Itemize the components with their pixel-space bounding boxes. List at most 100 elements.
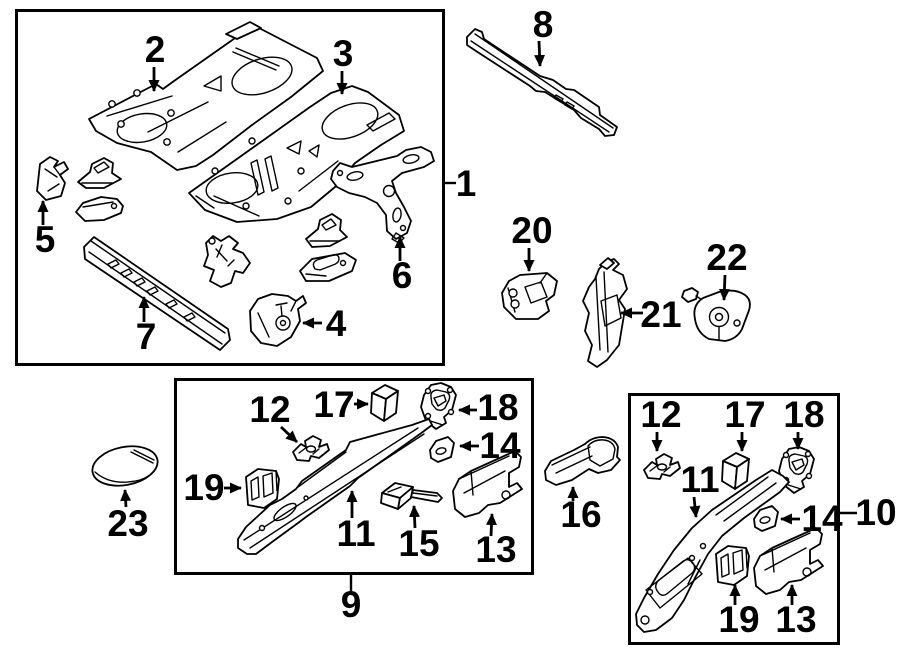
callout-18-left[interactable]: 18 (477, 387, 518, 428)
part-7-crossmember[interactable] (83, 236, 231, 351)
part-19-bracket-right[interactable] (715, 545, 750, 586)
callout-14-right[interactable]: 14 (801, 498, 843, 539)
part-14-clip-left[interactable] (429, 436, 455, 463)
callout-10[interactable]: 10 (855, 492, 896, 533)
callout-12-left[interactable]: 12 (249, 389, 290, 430)
callout-3[interactable]: 3 (333, 33, 354, 74)
part-11-sill-rail-left[interactable] (237, 418, 433, 555)
press-form (205, 172, 259, 204)
bolt-hole (339, 259, 347, 267)
part-15-reinforcement[interactable] (380, 482, 443, 510)
part-2-floor-panel-front[interactable] (88, 21, 324, 171)
callout-16[interactable]: 16 (560, 494, 601, 535)
callout-14-left[interactable]: 14 (479, 425, 521, 466)
bracket-hat-small[interactable] (77, 157, 122, 189)
part-outline (249, 293, 307, 347)
leader-arrow-13-left (486, 513, 497, 537)
bolt-hole (110, 202, 118, 210)
callout-17-right[interactable]: 17 (724, 394, 765, 435)
callout-22[interactable]: 22 (706, 237, 747, 278)
leader-arrow-8 (534, 40, 546, 67)
foot-slot (655, 559, 696, 596)
callout-4[interactable]: 4 (326, 303, 347, 344)
part-8-rocker-rail[interactable] (466, 28, 618, 137)
callout-8[interactable]: 8 (533, 4, 554, 45)
collar-inner (433, 394, 447, 407)
part-4-bracket[interactable] (249, 293, 307, 347)
grommet-inner (714, 312, 724, 322)
assembly-box-right-rail (628, 393, 840, 645)
callout-19-right[interactable]: 19 (718, 599, 759, 640)
top-hook (599, 257, 615, 270)
callout-23[interactable]: 23 (107, 503, 148, 544)
part-16-bracket[interactable] (544, 436, 621, 486)
bolt-hole (108, 100, 116, 108)
callout-5[interactable]: 5 (35, 219, 56, 260)
part-18-mount-plate-left[interactable] (420, 382, 457, 430)
bracket-wedge[interactable] (75, 196, 124, 222)
detail-lines (298, 446, 320, 455)
callout-1[interactable]: 1 (456, 163, 477, 204)
edge-lines (470, 33, 614, 133)
part-outline (36, 156, 69, 201)
callout-2[interactable]: 2 (145, 29, 166, 70)
part-3-floor-panel-rear[interactable] (188, 85, 405, 223)
callout-21[interactable]: 21 (640, 294, 681, 335)
bolt-hole (133, 89, 141, 97)
part-outline (237, 418, 433, 555)
bracket-jack-support[interactable] (203, 235, 251, 288)
spare-well-rim (231, 56, 293, 96)
part-5-bracket[interactable] (36, 156, 69, 201)
window (250, 472, 274, 501)
bolt-hole (424, 387, 432, 395)
callout-9[interactable]: 9 (341, 584, 362, 625)
callout-18-right[interactable]: 18 (783, 394, 824, 435)
part-12-clip-right[interactable] (643, 453, 681, 480)
part-17-gusset-left[interactable] (370, 384, 399, 422)
part-12-clip-left[interactable] (292, 435, 330, 462)
detail-line (82, 201, 114, 208)
callout-12-right[interactable]: 12 (640, 394, 681, 435)
channel-lines (458, 455, 510, 496)
part-13-channel-left[interactable] (452, 450, 523, 518)
bolt-stem (257, 300, 297, 338)
callout-11-left[interactable]: 11 (336, 513, 375, 554)
bolt (681, 287, 699, 303)
bolt-hole (424, 412, 432, 420)
callout-19-left[interactable]: 19 (183, 467, 224, 508)
part-outline (88, 27, 324, 171)
part-21-pillar-bracket[interactable] (582, 257, 628, 368)
callout-17-left[interactable]: 17 (313, 384, 354, 425)
part-17-gusset-right[interactable] (721, 452, 750, 490)
bracket-hat-center[interactable] (305, 213, 348, 248)
bolt-hole (303, 495, 309, 501)
part-19-bracket-left[interactable] (245, 468, 280, 509)
bolt-hole (211, 167, 219, 175)
detail-lines (44, 166, 61, 192)
bolt-hole (399, 224, 407, 232)
callout-13-right[interactable]: 13 (775, 599, 816, 640)
key-slot (305, 254, 340, 277)
bolt-hole (208, 237, 216, 245)
part-outline (582, 258, 628, 368)
callout-20[interactable]: 20 (511, 210, 552, 251)
part-20-bracket[interactable] (501, 272, 558, 320)
bolt-hole (163, 138, 171, 146)
part-11-rail-right[interactable] (635, 469, 790, 633)
bracket-anchor-plate[interactable] (299, 252, 357, 282)
part-23-floor-plug[interactable] (89, 441, 161, 491)
bolt-head (279, 319, 287, 327)
leader-arrow-15 (409, 505, 420, 529)
part-22-mount-plate[interactable] (681, 287, 751, 342)
callout-11-right[interactable]: 11 (680, 459, 719, 500)
bolt-hole (640, 615, 650, 625)
callout-13-left[interactable]: 13 (475, 529, 516, 570)
part-outline (429, 436, 455, 463)
center-hole (382, 184, 396, 198)
bolt-hole (646, 588, 654, 596)
part-14-clip-right[interactable] (753, 505, 779, 532)
callout-15[interactable]: 15 (398, 523, 439, 564)
callout-6[interactable]: 6 (392, 255, 413, 296)
callout-7[interactable]: 7 (136, 316, 157, 357)
